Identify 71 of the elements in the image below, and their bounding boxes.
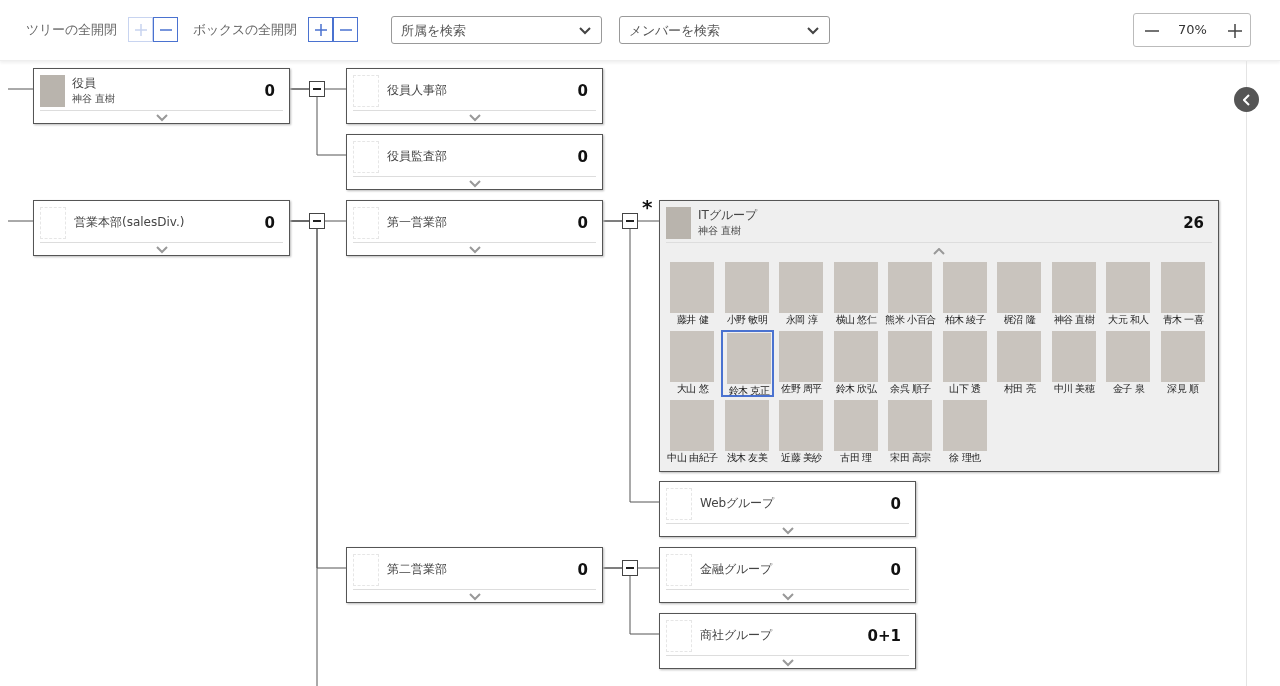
zoom-level: 70% — [1178, 22, 1207, 37]
search-dropdown: 所属を検索 — [391, 16, 602, 44]
member-name: 中川 美穂 — [1052, 382, 1096, 396]
member-name: 小野 敏明 — [725, 313, 769, 327]
member-name: 古田 理 — [839, 451, 873, 465]
member-name: 徐 理也 — [948, 451, 982, 465]
member-count: 0 — [890, 495, 901, 513]
org-box — [346, 68, 603, 124]
org-box — [33, 200, 290, 256]
member-name: 村田 亮 — [1002, 382, 1037, 396]
org-box — [659, 613, 916, 669]
member-name: 熊米 小百合 — [884, 313, 937, 327]
org-box — [659, 481, 916, 537]
member-name: 余呉 順子 — [889, 382, 932, 396]
person-name: 神谷 直樹 — [72, 92, 116, 106]
member-count: 0 — [577, 214, 588, 232]
member-name: 鈴木 欣弘 — [834, 382, 878, 396]
person-name: 神谷 直樹 — [698, 224, 742, 238]
connector-line — [289, 88, 347, 156]
toolbar-label: ボックスの全開閉 — [193, 21, 297, 39]
member-count: 0+1 — [867, 627, 901, 645]
member-name: 柏木 綾子 — [943, 313, 987, 327]
connector-line — [7, 220, 34, 222]
box-title: 役員人事部 — [387, 82, 447, 99]
connector-line — [289, 220, 318, 686]
member-count: 0 — [577, 82, 588, 100]
box-title: 第一営業部 — [387, 214, 447, 231]
member-name: 中山 由紀子 — [666, 451, 719, 465]
member-name: 山下 透 — [948, 382, 982, 396]
member-count: 0 — [577, 561, 588, 579]
member-count: 0 — [264, 82, 275, 100]
member-name: 青木 一喜 — [1161, 313, 1205, 327]
member-count: 0 — [890, 561, 901, 579]
box-title: 金融グループ — [700, 561, 772, 578]
member-name: 大山 悠 — [675, 382, 710, 396]
toolbar-label: ツリーの全開閉 — [26, 21, 117, 39]
org-box — [346, 547, 603, 603]
box-title: 営業本部(salesDiv.) — [74, 214, 185, 231]
member-name: 藤井 健 — [675, 313, 710, 327]
marker-asterisk: * — [642, 195, 653, 219]
box-title: 商社グループ — [700, 627, 772, 644]
box-title: 役員 — [72, 75, 96, 92]
member-name: 金子 泉 — [1111, 382, 1146, 396]
org-box — [659, 547, 916, 603]
box-title: ITグループ — [698, 207, 757, 224]
member-count: 0 — [577, 148, 588, 166]
org-box — [346, 134, 603, 190]
box-title: Webグループ — [700, 495, 775, 512]
org-box — [33, 68, 290, 124]
selected-member-tile — [720, 330, 774, 397]
member-name: 近藤 美紗 — [780, 451, 823, 465]
member-name: 佐野 周平 — [780, 382, 823, 396]
connector-line — [602, 567, 660, 635]
search-dropdown: メンバーを検索 — [619, 16, 830, 44]
box-title: 役員監査部 — [387, 148, 447, 165]
member-name: 神谷 直樹 — [1052, 313, 1096, 327]
box-title: 第二営業部 — [387, 561, 447, 578]
org-box — [346, 200, 603, 256]
member-name: 深見 順 — [1166, 382, 1200, 396]
member-name: 鈴木 克正 — [727, 384, 771, 398]
member-name: 大元 和人 — [1107, 313, 1150, 327]
member-name: 梶沼 隆 — [1002, 313, 1037, 327]
member-name: 宋田 高宗 — [889, 451, 932, 465]
connector-line — [602, 220, 660, 503]
member-count: 26 — [1183, 214, 1204, 232]
member-count: 0 — [264, 214, 275, 232]
group-box-expanded — [659, 200, 1219, 472]
member-name: 永岡 淳 — [784, 313, 819, 327]
connector-line — [7, 88, 34, 90]
member-name: 横山 悠仁 — [834, 313, 878, 327]
member-name: 浅木 友美 — [725, 451, 769, 465]
